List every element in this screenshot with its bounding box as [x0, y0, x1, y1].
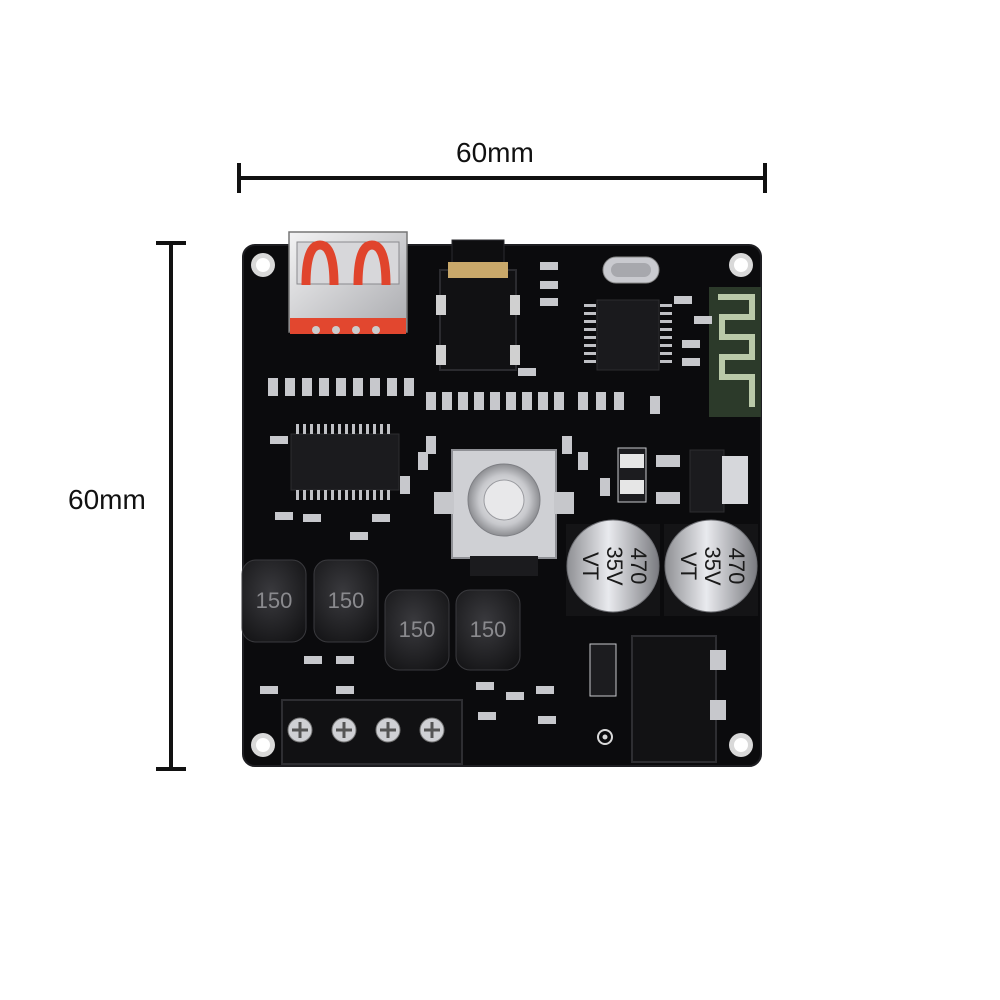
inductor-marking: 150 [328, 588, 365, 613]
usb-port [288, 231, 408, 334]
height-dimension-label: 60mm [68, 484, 146, 515]
capacitor-marking-voltage: 35V [700, 546, 725, 585]
capacitor-marking-value: 470 [724, 548, 749, 585]
capacitor-1: 470 35V VT [566, 519, 660, 616]
regulator-and-diodes [617, 447, 748, 513]
capacitor-marking-series: VT [578, 552, 603, 580]
inductor-2: 150 [313, 559, 379, 643]
audio-jack [436, 239, 520, 371]
smd-components [260, 262, 712, 724]
capacitor-marking-series: VT [676, 552, 701, 580]
inductor-4: 150 [455, 589, 521, 671]
inductor-marking: 150 [256, 588, 293, 613]
dc-power-jack [589, 635, 726, 763]
amplifier-chip [290, 424, 400, 500]
pcb-antenna [709, 287, 761, 417]
inductor-3: 150 [384, 589, 450, 671]
speaker-screw-terminal [281, 699, 463, 765]
mounting-holes [251, 253, 753, 757]
capacitor-2: 470 35V VT [664, 519, 758, 616]
volume-potentiometer[interactable] [434, 449, 574, 576]
width-dimension-line [237, 163, 767, 193]
capacitor-marking-value: 470 [626, 548, 651, 585]
width-dimension-label: 60mm [456, 137, 534, 168]
capacitor-marking-voltage: 35V [602, 546, 627, 585]
height-dimension-line [156, 241, 186, 771]
bluetooth-chip [584, 299, 672, 371]
inductor-marking: 150 [399, 617, 436, 642]
inductor-1: 150 [241, 559, 307, 643]
crystal-oscillator [602, 256, 660, 284]
inductor-marking: 150 [470, 617, 507, 642]
